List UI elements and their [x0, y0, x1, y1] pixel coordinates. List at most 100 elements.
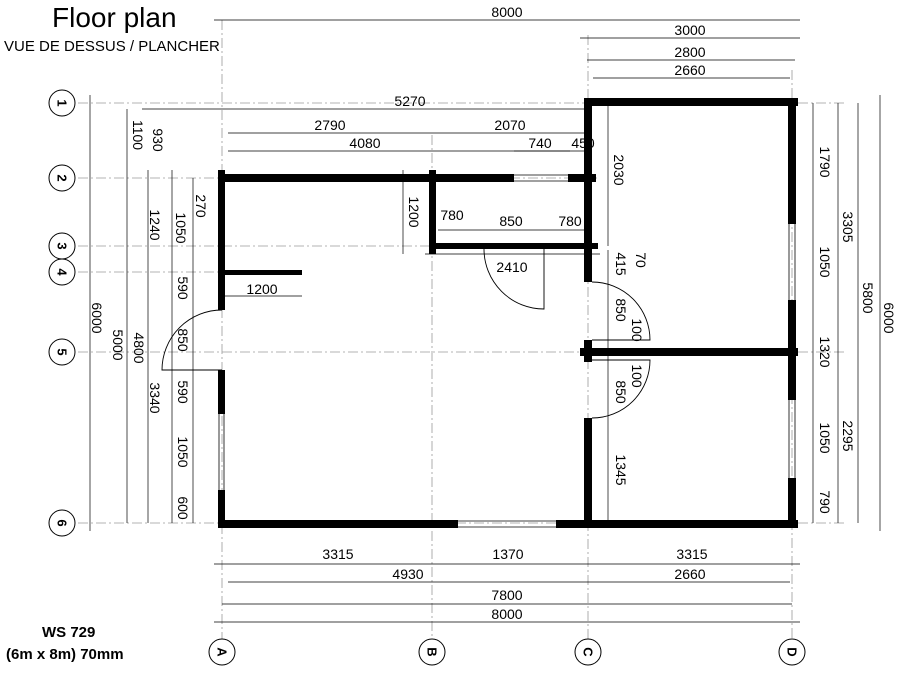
dim-right-1790: 1790 [817, 146, 833, 177]
grid-label-row-6: 6 [55, 519, 70, 526]
dim-left-590-a: 590 [175, 276, 191, 300]
dim-top-4080: 4080 [349, 135, 380, 151]
dim-int-100-lower: 100 [629, 364, 645, 388]
dim-left-1050-a: 1050 [173, 212, 189, 243]
door-swing-right-upper [591, 281, 651, 341]
dim-int-850-lower: 850 [613, 380, 629, 404]
page-subtitle: VUE DE DESSUS / PLANCHER [4, 38, 220, 55]
wall-col-d-1 [788, 98, 796, 224]
walls [218, 98, 798, 528]
page-title: Floor plan [52, 2, 177, 33]
dim-int-780-a: 780 [440, 207, 464, 223]
dim-left-1100: 1100 [130, 120, 146, 150]
dimension-lines [89, 19, 881, 623]
wall-col-a-3 [218, 370, 225, 414]
dim-right-1050-a: 1050 [817, 246, 833, 277]
grid-bubble-row-1 [48, 89, 76, 117]
wall-bottom-right [556, 520, 798, 528]
dim-int-850-upper: 850 [613, 298, 629, 322]
dim-top-5270: 5270 [394, 93, 425, 109]
grid-label-col-c: C [581, 647, 596, 657]
dim-top-8000: 8000 [491, 4, 522, 20]
model-size: (6m x 8m) 70mm [6, 646, 124, 663]
dim-int-850: 850 [499, 213, 523, 229]
dim-int-100-upper: 100 [629, 318, 645, 342]
grid-bubble-row-2 [48, 164, 76, 192]
dim-int-2030: 2030 [611, 154, 627, 185]
wall-col-b [429, 170, 436, 254]
grid-label-col-d: D [785, 647, 800, 656]
dim-left-1050-b: 1050 [175, 436, 191, 467]
dimension-texts: 8000 3000 2800 2660 5270 2790 2070 4080 … [89, 4, 897, 622]
grid-bubble-row-6 [48, 509, 76, 537]
dim-left-3340: 3340 [147, 382, 163, 413]
dim-right-3305: 3305 [840, 211, 856, 242]
grid-bubble-col-a [208, 638, 236, 666]
grid-label-row-5: 5 [55, 348, 70, 355]
dim-bottom-4930: 4930 [392, 566, 423, 582]
grid-label-col-b: B [425, 647, 440, 656]
wall-row5 [580, 348, 798, 356]
dim-bottom-1370: 1370 [492, 546, 523, 562]
dim-right-5800: 5800 [860, 282, 876, 313]
dim-top-2070: 2070 [494, 117, 525, 133]
grid-label-row-3: 3 [55, 242, 70, 249]
dim-left-850: 850 [175, 328, 191, 352]
wall-col-d-3 [788, 478, 796, 528]
grid-bubbles [48, 89, 806, 666]
dim-left-1240: 1240 [147, 209, 163, 240]
dim-right-790: 790 [817, 490, 833, 514]
wall-row2-left [218, 174, 514, 182]
wall-col-c-3 [584, 418, 592, 528]
door-swing-right-lower [591, 359, 651, 419]
door-swings [161, 248, 651, 419]
wall-row3 [432, 243, 598, 249]
wall-col-a-4 [218, 490, 225, 528]
dim-bottom-7800: 7800 [491, 587, 522, 603]
grid-label-row-2: 2 [55, 174, 70, 181]
model-number: WS 729 [42, 624, 96, 641]
grid-label-row-1: 1 [55, 99, 70, 106]
dim-right-6000: 6000 [881, 302, 897, 333]
windows [218, 174, 796, 528]
wall-top-right [585, 98, 798, 106]
dim-int-415: 415 [613, 252, 629, 276]
dim-right-2295: 2295 [840, 420, 856, 451]
dim-top-3000: 3000 [674, 22, 705, 38]
dim-right-1320: 1320 [817, 336, 833, 367]
dim-int-1345: 1345 [613, 454, 629, 485]
dim-top-2790: 2790 [314, 117, 345, 133]
dim-left-270: 270 [193, 194, 209, 218]
wall-col-c-1 [584, 98, 592, 282]
grid-bubble-col-d [778, 638, 806, 666]
dim-top-450: 450 [571, 135, 595, 151]
dim-bottom-2660: 2660 [674, 566, 705, 582]
wall-row2-right [568, 174, 596, 182]
dim-int-1200-a: 1200 [406, 196, 422, 227]
dim-left-590-b: 590 [175, 380, 191, 404]
grid-bubble-col-c [574, 638, 602, 666]
grid-label-col-a: A [215, 647, 230, 657]
dim-left-600: 600 [175, 496, 191, 520]
dim-int-2410: 2410 [496, 259, 527, 275]
dim-top-2660: 2660 [674, 62, 705, 78]
dim-top-2800: 2800 [674, 44, 705, 60]
dim-bottom-8000: 8000 [491, 606, 522, 622]
dim-int-780-b: 780 [558, 213, 582, 229]
dim-left-930: 930 [150, 128, 166, 152]
grid-label-row-4: 4 [55, 268, 70, 276]
dim-left-4800: 4800 [131, 332, 147, 363]
wall-row4-stub [218, 270, 302, 275]
dim-int-1200-b: 1200 [246, 281, 277, 297]
door-swing-left [161, 309, 223, 371]
grid-bubble-row-5 [48, 338, 76, 366]
dim-right-1050-b: 1050 [817, 422, 833, 453]
dim-left-5000: 5000 [110, 329, 126, 360]
dim-left-6000: 6000 [89, 302, 105, 333]
door-swing-middle [483, 248, 545, 310]
grid-bubble-labels: 1 2 3 4 5 6 A B C D [55, 99, 800, 657]
dim-top-740: 740 [528, 135, 552, 151]
wall-col-a-1 [218, 170, 225, 278]
wall-bottom-left [218, 520, 458, 528]
